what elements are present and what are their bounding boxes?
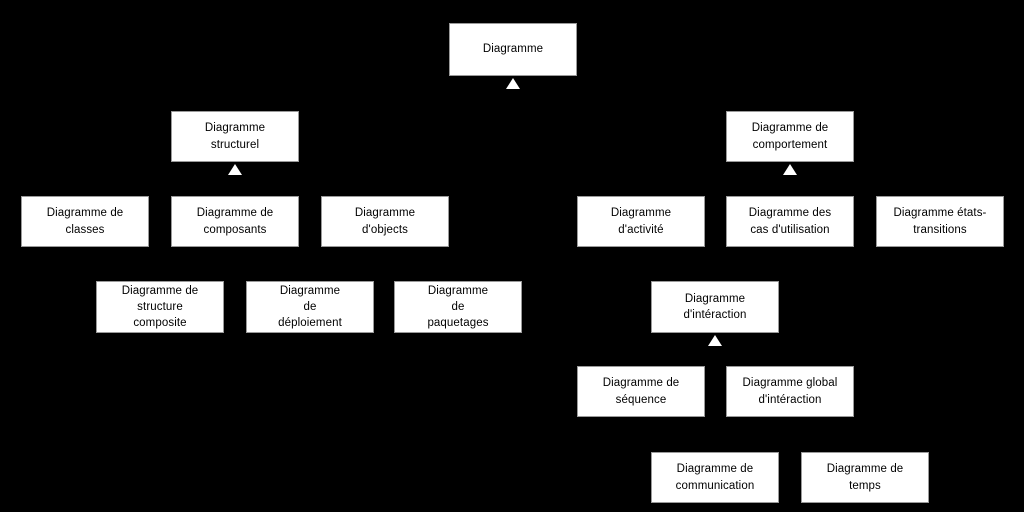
node-diagramme[interactable]: Diagramme xyxy=(449,23,577,76)
node-deploiement[interactable]: Diagramme de déploiement xyxy=(246,281,374,333)
generalization-arrow-icon-comportement xyxy=(783,164,797,175)
node-paquetages[interactable]: Diagramme de paquetages xyxy=(394,281,522,333)
node-structurel[interactable]: Diagramme structurel xyxy=(171,111,299,162)
node-composants[interactable]: Diagramme de composants xyxy=(171,196,299,247)
node-global-interaction[interactable]: Diagramme global d'intéraction xyxy=(726,366,854,417)
generalization-arrow-icon-structurel xyxy=(228,164,242,175)
node-interaction[interactable]: Diagramme d'intéraction xyxy=(651,281,779,333)
node-temps[interactable]: Diagramme de temps xyxy=(801,452,929,503)
node-classes[interactable]: Diagramme de classes xyxy=(21,196,149,247)
node-cas-utilisation[interactable]: Diagramme des cas d'utilisation xyxy=(726,196,854,247)
node-structure-composite[interactable]: Diagramme de structure composite xyxy=(96,281,224,333)
node-communication[interactable]: Diagramme de communication xyxy=(651,452,779,503)
node-comportement[interactable]: Diagramme de comportement xyxy=(726,111,854,162)
generalization-arrow-icon-diagramme xyxy=(506,78,520,89)
node-etats-transitions[interactable]: Diagramme états- transitions xyxy=(876,196,1004,247)
generalization-arrow-icon-interaction xyxy=(708,335,722,346)
node-sequence[interactable]: Diagramme de séquence xyxy=(577,366,705,417)
node-objects[interactable]: Diagramme d'objects xyxy=(321,196,449,247)
node-activite[interactable]: Diagramme d'activité xyxy=(577,196,705,247)
